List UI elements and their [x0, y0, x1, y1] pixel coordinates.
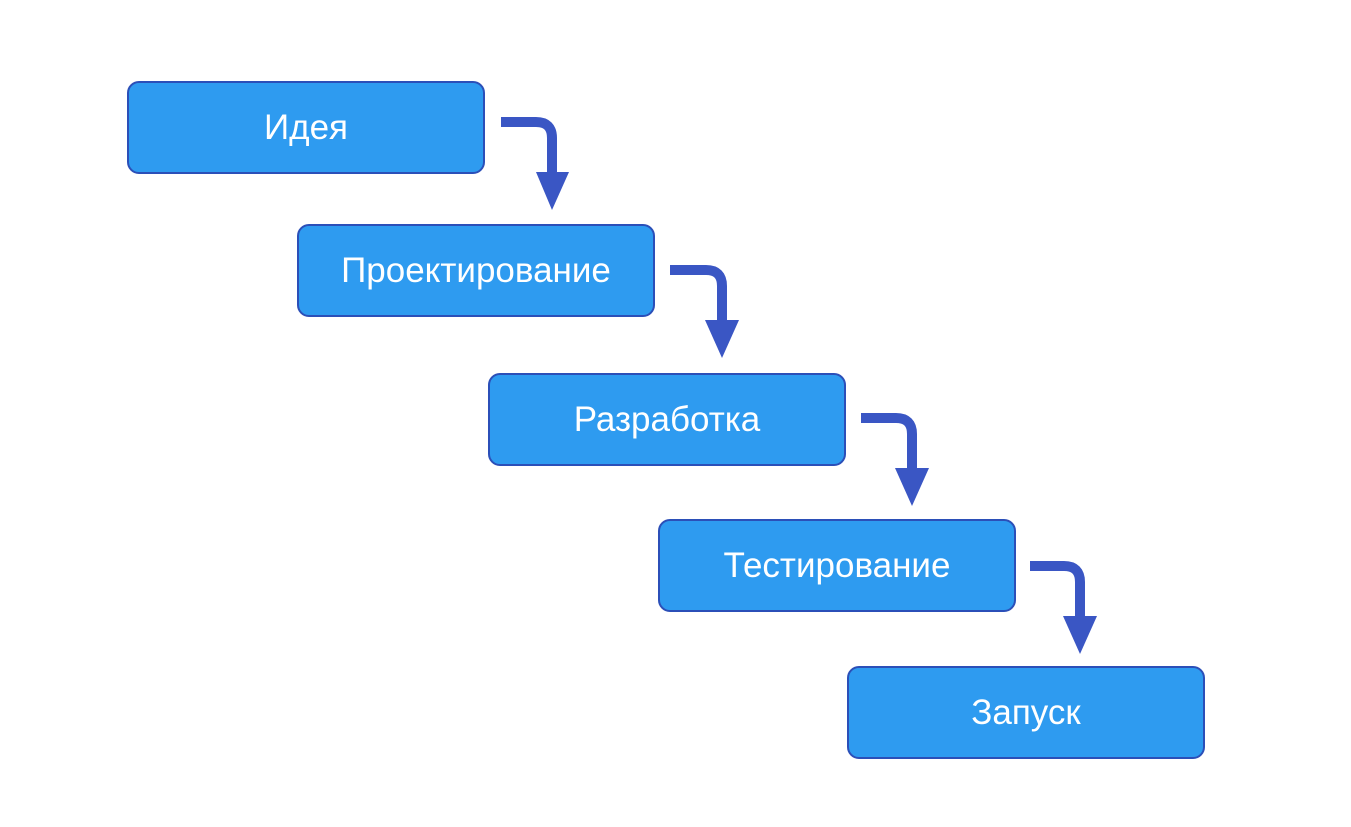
step-label-idea: Идея	[264, 108, 348, 147]
step-box-design: Проектирование	[297, 224, 655, 317]
bent-arrow-icon	[861, 413, 929, 506]
step-label-development: Разработка	[573, 400, 761, 439]
bent-arrow-icon	[670, 265, 739, 358]
step-label-design: Проектирование	[341, 251, 611, 290]
bent-arrow-icon	[501, 117, 569, 210]
step-box-launch: Запуск	[847, 666, 1205, 759]
step-box-idea: Идея	[127, 81, 485, 174]
step-label-testing: Тестирование	[723, 546, 951, 585]
step-box-testing: Тестирование	[658, 519, 1016, 612]
bent-arrow-icon	[1030, 561, 1097, 654]
step-box-development: Разработка	[488, 373, 846, 466]
step-label-launch: Запуск	[971, 693, 1081, 732]
